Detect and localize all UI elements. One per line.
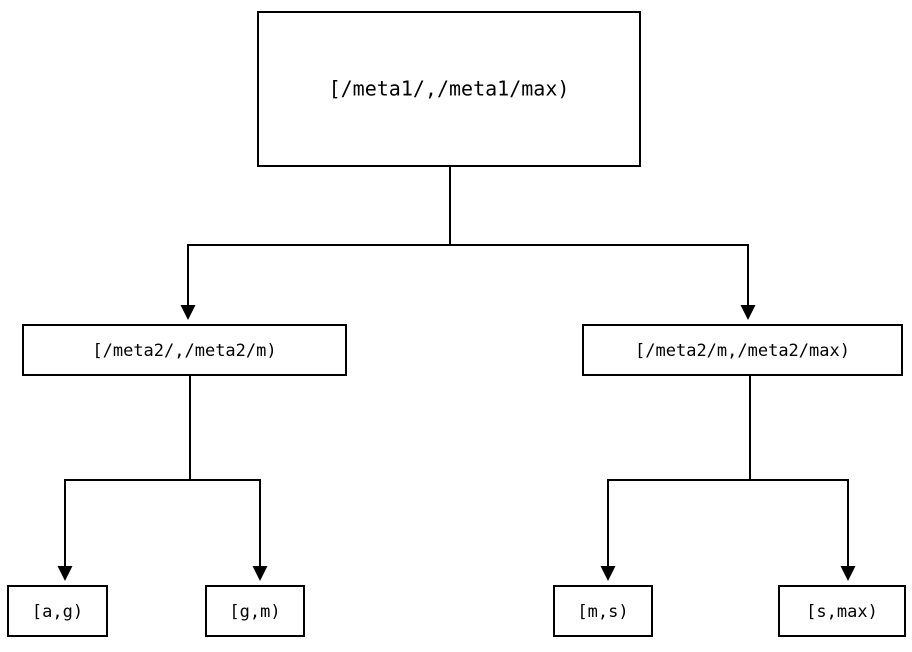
arrowhead-icon (600, 566, 616, 581)
edge-line (449, 167, 749, 305)
edge-line (607, 376, 751, 566)
node-label: [g,m) (229, 602, 280, 622)
arrowhead-icon (840, 566, 856, 581)
node-label: [/meta2/m,/meta2/max) (635, 341, 850, 361)
node-mid-right[interactable]: [/meta2/m,/meta2/max) (582, 324, 903, 376)
arrowhead-icon (252, 566, 268, 581)
edge-line (64, 376, 191, 566)
edge-line (749, 376, 849, 566)
arrowhead-icon (740, 305, 756, 320)
edges-layer (57, 167, 856, 581)
node-root[interactable]: [/meta1/,/meta1/max) (257, 11, 641, 167)
node-box[interactable] (257, 11, 641, 167)
node-box[interactable] (778, 585, 906, 637)
node-leaf-a-g[interactable]: [a,g) (7, 585, 108, 637)
edge-mid-left-to-leaf-g-m (189, 376, 268, 581)
edge-line (189, 376, 261, 566)
node-label: [/meta1/,/meta1/max) (329, 77, 570, 101)
node-label: [a,g) (32, 602, 83, 622)
node-label: [s,max) (806, 602, 878, 622)
node-leaf-m-s[interactable]: [m,s) (553, 585, 653, 637)
edge-root-to-mid-right (449, 167, 756, 320)
edge-mid-left-to-leaf-a-g (57, 376, 191, 581)
edge-line (187, 167, 451, 305)
node-leaf-s-max[interactable]: [s,max) (778, 585, 906, 637)
node-box[interactable] (553, 585, 653, 637)
node-box[interactable] (582, 324, 903, 376)
node-box[interactable] (205, 585, 305, 637)
arrowhead-icon (57, 566, 73, 581)
edge-mid-right-to-leaf-s-max (749, 376, 856, 581)
node-box[interactable] (22, 324, 347, 376)
node-label: [m,s) (577, 602, 628, 622)
arrowhead-icon (180, 305, 196, 320)
node-leaf-g-m[interactable]: [g,m) (205, 585, 305, 637)
edge-root-to-mid-left (180, 167, 451, 320)
node-box[interactable] (7, 585, 108, 637)
node-mid-left[interactable]: [/meta2/,/meta2/m) (22, 324, 347, 376)
node-label: [/meta2/,/meta2/m) (92, 341, 276, 361)
nodes-layer: [/meta1/,/meta1/max) [/meta2/,/meta2/m) [/… (7, 11, 906, 637)
edge-mid-right-to-leaf-m-s (600, 376, 751, 581)
